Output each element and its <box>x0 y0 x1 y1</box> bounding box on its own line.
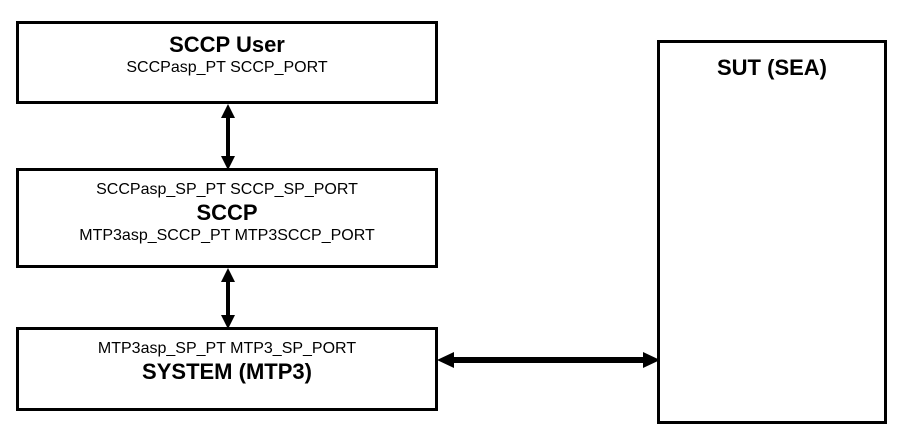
node-system-mtp3[interactable]: MTP3asp_SP_PT MTP3_SP_PORT SYSTEM (MTP3) <box>16 327 438 411</box>
node-sut[interactable]: SUT (SEA) <box>657 40 887 424</box>
node-sccp[interactable]: SCCPasp_SP_PT SCCP_SP_PORT SCCP MTP3asp_… <box>16 168 438 268</box>
connector-sccp-to-system-mtp3 <box>221 268 235 329</box>
node-sut-title: SUT (SEA) <box>717 55 827 80</box>
node-system-mtp3-title: SYSTEM (MTP3) <box>142 359 312 384</box>
node-sccp-user-port: SCCPasp_PT SCCP_PORT <box>126 59 328 76</box>
connector-sccp-user-to-sccp <box>221 104 235 170</box>
node-sccp-user-title: SCCP User <box>169 32 285 57</box>
node-sccp-user[interactable]: SCCP User SCCPasp_PT SCCP_PORT <box>16 21 438 104</box>
node-sccp-port-below: MTP3asp_SCCP_PT MTP3SCCP_PORT <box>79 227 375 244</box>
node-system-mtp3-port-above: MTP3asp_SP_PT MTP3_SP_PORT <box>97 340 357 357</box>
node-sccp-port-above: SCCPasp_SP_PT SCCP_SP_PORT <box>96 181 358 198</box>
connector-system-mtp3-to-sut <box>437 352 660 368</box>
node-sccp-title: SCCP <box>196 200 258 225</box>
